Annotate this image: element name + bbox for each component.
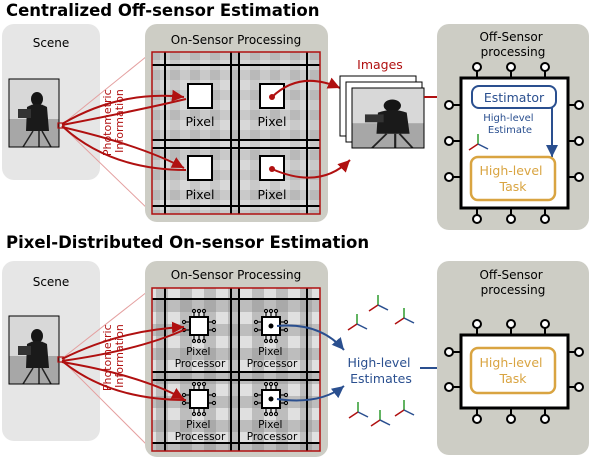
top-sensor-frame (151, 51, 321, 215)
bottom-pp-label-line2: Processor (175, 358, 226, 370)
bottom-task-line1: High-level (480, 355, 543, 370)
top-task-line1: High-level (480, 163, 543, 178)
top-scene-label: Scene (33, 36, 70, 50)
top-pixel-label: Pixel (186, 114, 215, 129)
bottom-off-sensor-title-line2: processing (481, 283, 546, 297)
top-panel: Scene Photometric Information On-Sensor … (2, 24, 589, 230)
bottom-pp-label-line1: Pixel (258, 346, 282, 358)
top-estimate-line2: Estimate (488, 125, 532, 136)
bottom-triad-icon (347, 313, 368, 331)
bottom-estimates-line2: Estimates (350, 371, 412, 386)
top-section-title: Centralized Off-sensor Estimation (6, 1, 320, 20)
top-off-sensor-title-line2: processing (481, 45, 546, 59)
bottom-pp-label-line1: Pixel (186, 419, 210, 431)
top-sensor-array (152, 52, 320, 214)
bottom-triad-icon (394, 307, 415, 325)
bottom-triad-icon (368, 294, 389, 312)
top-pixel-label: Pixel (186, 187, 215, 202)
bottom-task-box (469, 346, 557, 395)
bottom-triad-icon (348, 401, 369, 419)
top-pixel-box (187, 155, 213, 181)
bottom-photometric-arrows (61, 321, 187, 401)
top-projection-line (63, 51, 153, 124)
bottom-on-sensor-title: On-Sensor Processing (171, 268, 301, 282)
top-estimator-label: Estimator (484, 90, 545, 105)
bottom-projection-line (63, 287, 153, 358)
top-pixel-to-images-arrows (271, 77, 351, 179)
bottom-scene-label: Scene (33, 275, 70, 289)
bottom-pp-label-line2: Processor (175, 431, 226, 443)
top-pixel-box (259, 155, 285, 181)
bottom-chip-dot (268, 396, 274, 402)
bottom-photometric-line2: Information (113, 324, 126, 388)
top-projection-line (63, 127, 153, 214)
bottom-section-title: Pixel-Distributed On-sensor Estimation (6, 233, 370, 252)
bottom-pp-label-line2: Processor (247, 358, 298, 370)
top-on-sensor-title: On-Sensor Processing (171, 33, 301, 47)
bottom-task-label: High-level Task (480, 355, 547, 386)
bottom-scene-image (8, 315, 60, 385)
top-photometric-label: Photometric Information (101, 86, 126, 156)
top-estimator-box (471, 85, 557, 109)
bottom-panel: Scene Photometric Information On-Sensor … (2, 261, 589, 457)
top-pixel-label: Pixel (258, 114, 287, 129)
bottom-pixel-processor-label: Pixel Processor (175, 346, 226, 370)
top-off-sensor-title: Off-Sensor processing (479, 30, 546, 59)
top-photometric-arrows (61, 89, 187, 171)
bottom-pp-label-line2: Processor (247, 431, 298, 443)
top-task-box (469, 155, 557, 202)
bottom-pp-label-line1: Pixel (186, 346, 210, 358)
top-scene-image (8, 78, 60, 148)
bottom-triad-icon (394, 399, 415, 417)
bottom-triad-icon (370, 409, 391, 427)
bottom-sampled-region (57, 356, 65, 363)
top-estimate-label: High-level Estimate (483, 113, 537, 136)
bottom-off-sensor-title: Off-Sensor processing (479, 268, 546, 297)
top-task-line2: Task (499, 179, 528, 194)
bottom-estimates-label: High-level Estimates (348, 355, 415, 386)
top-task-label: High-level Task (480, 163, 547, 194)
bottom-pixel-processor-label: Pixel Processor (175, 419, 226, 443)
top-off-sensor-title-line1: Off-Sensor (479, 30, 542, 44)
top-pixel-label: Pixel (258, 187, 287, 202)
bottom-pixel-processor-label: Pixel Processor (247, 419, 298, 443)
top-images-stack (339, 75, 426, 149)
bottom-photometric-label: Photometric Information (101, 321, 126, 391)
bottom-sensor-frame (151, 287, 321, 452)
bottom-pp-label-line1: Pixel (258, 419, 282, 431)
bottom-projection-line (63, 361, 153, 451)
bottom-estimates-line1: High-level (348, 355, 411, 370)
bottom-task-line2: Task (499, 371, 528, 386)
bottom-estimate-arrows (276, 324, 345, 402)
top-photometric-line2: Information (113, 89, 126, 153)
top-estimate-line1: High-level (483, 113, 533, 124)
bottom-off-sensor-title-line1: Off-Sensor (479, 268, 542, 282)
bottom-sensor-grid (152, 288, 320, 451)
bottom-pixel-processor-label: Pixel Processor (247, 346, 298, 370)
top-pixel-box (187, 83, 213, 109)
bottom-chip-dot (268, 323, 274, 329)
top-sensor-grid (152, 52, 320, 214)
bottom-sensor-array (152, 288, 320, 451)
top-images-label: Images (357, 57, 403, 72)
